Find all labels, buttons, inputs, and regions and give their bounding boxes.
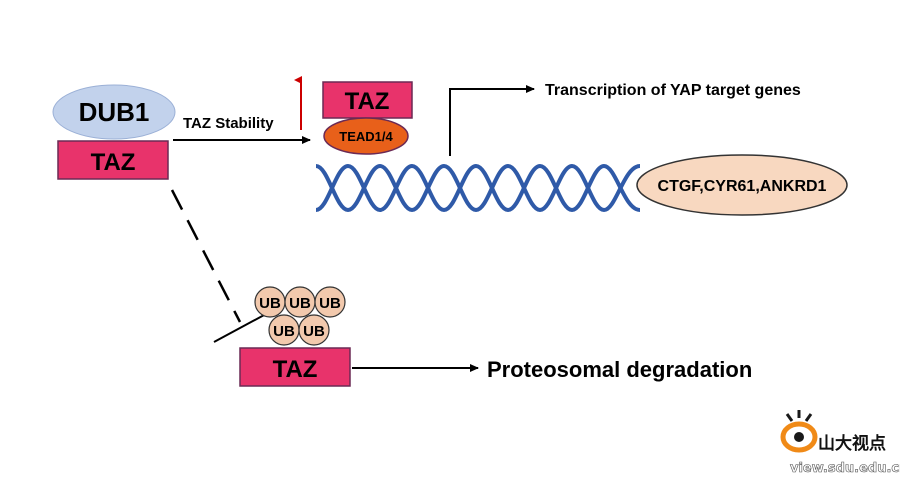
ub-circle: [314, 286, 346, 318]
dna-strand-b: [315, 163, 641, 213]
taz-stability-label: TAZ Stability: [183, 115, 274, 132]
inhibition-bar: [213, 313, 267, 343]
target-genes-label: CTGF,CYR61,ANKRD1: [658, 178, 827, 195]
watermark-url-text: view.sdu.edu.cn: [790, 461, 900, 476]
target-genes-oval: [636, 154, 848, 216]
taz-label-left: TAZ: [91, 149, 136, 176]
dna-strand-a: [315, 163, 641, 213]
ub-circle: [298, 314, 330, 346]
degradation-label: Proteosomal degradation: [487, 357, 752, 382]
tead-ellipse: [323, 117, 409, 155]
transcription-label: Transcription of YAP target genes: [545, 82, 801, 99]
watermark-brand-text: 山大视点: [818, 433, 886, 454]
dub1-ellipse: [52, 84, 176, 140]
ub-label: UB: [319, 295, 341, 312]
ub-label: UB: [273, 323, 295, 340]
ubiquitin-cluster: UB UB UB UB UB: [254, 286, 346, 346]
eye-logo-icon: [780, 410, 818, 453]
taz-label-bottom: TAZ: [273, 356, 318, 383]
ub-label: UB: [289, 295, 311, 312]
dub1-label: DUB1: [79, 97, 150, 127]
tead-label: TEAD1/4: [339, 129, 393, 144]
taz-box-left: [57, 140, 169, 180]
taz-label-top: TAZ: [345, 88, 390, 115]
transcription-arrow: [449, 85, 535, 156]
taz-box-bottom: [239, 347, 351, 387]
inhibition-dashed-line: [170, 189, 242, 323]
watermark: 山大视点 view.sdu.edu.cn: [780, 410, 900, 476]
ub-label: UB: [303, 323, 325, 340]
ub-label: UB: [259, 295, 281, 312]
